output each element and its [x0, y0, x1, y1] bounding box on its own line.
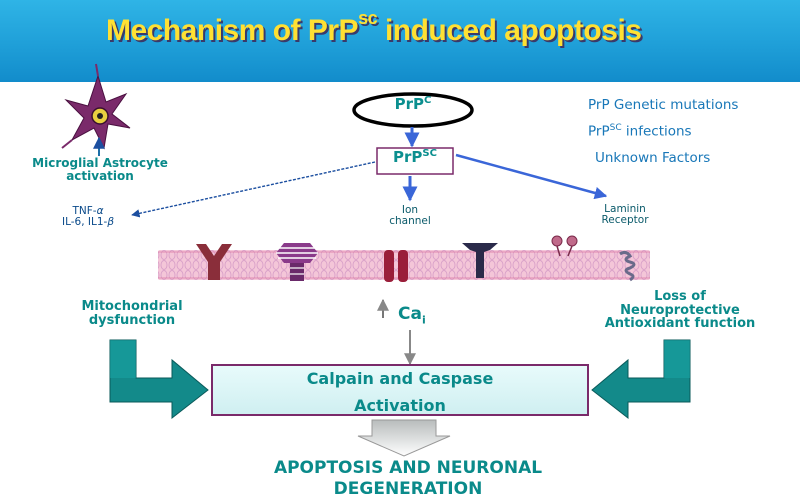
left-bent-arrow — [109, 339, 209, 420]
cause-infection: PrPSC infections — [588, 123, 692, 140]
laminin-receptor-icon — [551, 235, 578, 257]
calpain-caspase-box — [211, 364, 589, 416]
microglia-label: Microglial Astrocyte activation — [32, 156, 168, 183]
prpc-label: PrPC — [394, 95, 432, 113]
prpsc-to-laminin-arrow — [455, 153, 608, 200]
ion-channel-label: Ion channel — [389, 204, 431, 228]
receptor-y-icon — [196, 244, 232, 280]
title-banner — [0, 0, 800, 82]
cause-genetic: PrP Genetic mutations — [588, 97, 739, 113]
prpsc-to-cytokine-arrow — [131, 161, 376, 218]
receptor-t-icon — [462, 243, 498, 278]
prpsc-label: PrPSC — [393, 148, 437, 166]
laminin-label: Laminin Receptor — [601, 203, 649, 227]
microglia-cell-icon — [61, 63, 131, 150]
calpain-label: Calpain and Caspase Activation — [306, 369, 494, 415]
mitochondrial-label: Mitochondrial dysfunction — [81, 299, 183, 328]
apoptosis-label: APOPTOSIS AND NEURONAL DEGENERATION — [273, 458, 543, 499]
slide-title: Mechanism of PrPsc induced apoptosis — [106, 8, 642, 47]
coil-protein-icon — [619, 250, 636, 282]
down-block-arrow — [357, 419, 451, 457]
prpsc-box — [376, 147, 454, 175]
right-bent-arrow — [591, 339, 691, 420]
cytokine-label: TNF-α IL-6, IL1-β — [61, 205, 115, 229]
ion-channel-icon — [384, 250, 408, 282]
prpc-ellipse — [352, 92, 474, 128]
receptor-striped-icon — [276, 243, 318, 281]
calcium-label: Cai — [398, 304, 426, 327]
cause-unknown: Unknown Factors — [595, 150, 711, 166]
neuroprotective-label: Loss of Neuroprotective Antioxidant func… — [604, 289, 756, 332]
